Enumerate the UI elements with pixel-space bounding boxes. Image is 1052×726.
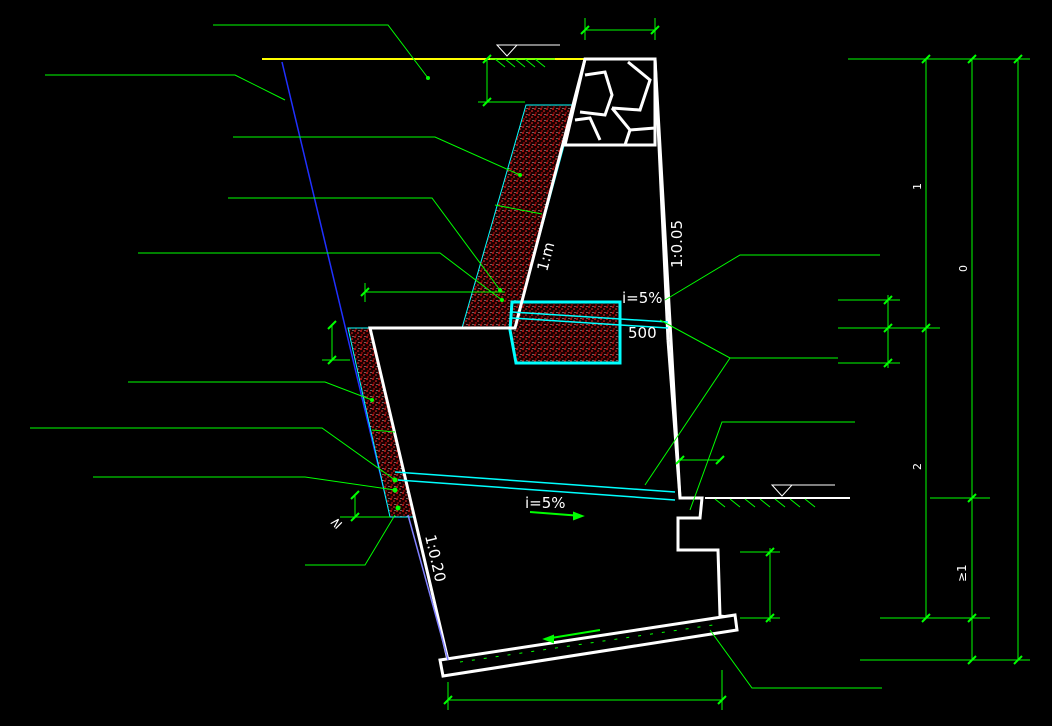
- wall-face-lower: [666, 339, 682, 499]
- water-level-symbol-top: [490, 44, 560, 68]
- drain-top-label: i=5%: [622, 289, 663, 307]
- foundation-slab: [438, 613, 739, 678]
- drain-width-label: 500: [628, 324, 657, 342]
- dim-h1-label: 1: [911, 183, 924, 190]
- drain-bottom-label: i=5%: [525, 494, 566, 512]
- dim-h0-label: 0: [957, 265, 970, 272]
- leader-lines: [30, 24, 882, 689]
- dim-ge-right-label: ≥1: [955, 564, 969, 582]
- dim-ge-left-label: ≥: [327, 513, 347, 533]
- dimension-lines: [322, 18, 1030, 710]
- rubble-masonry: [563, 57, 657, 147]
- upper-backfill: [461, 104, 576, 329]
- dim-h2-label: 2: [911, 463, 924, 470]
- slope-face-label: 1:0.05: [668, 220, 686, 268]
- foundation-fill: [459, 623, 721, 663]
- lower-backfill: [347, 327, 415, 518]
- flow-arrows: [529, 511, 601, 644]
- dimension-ticks: [327, 25, 1023, 705]
- point-markers: [370, 76, 522, 511]
- drain-box: [508, 300, 622, 365]
- drain-pipes: [394, 311, 676, 501]
- wall-face: [653, 58, 670, 341]
- toe-slope-line: [407, 514, 449, 661]
- back-slope-line: [281, 61, 391, 516]
- water-level-symbol-bottom: [705, 484, 850, 508]
